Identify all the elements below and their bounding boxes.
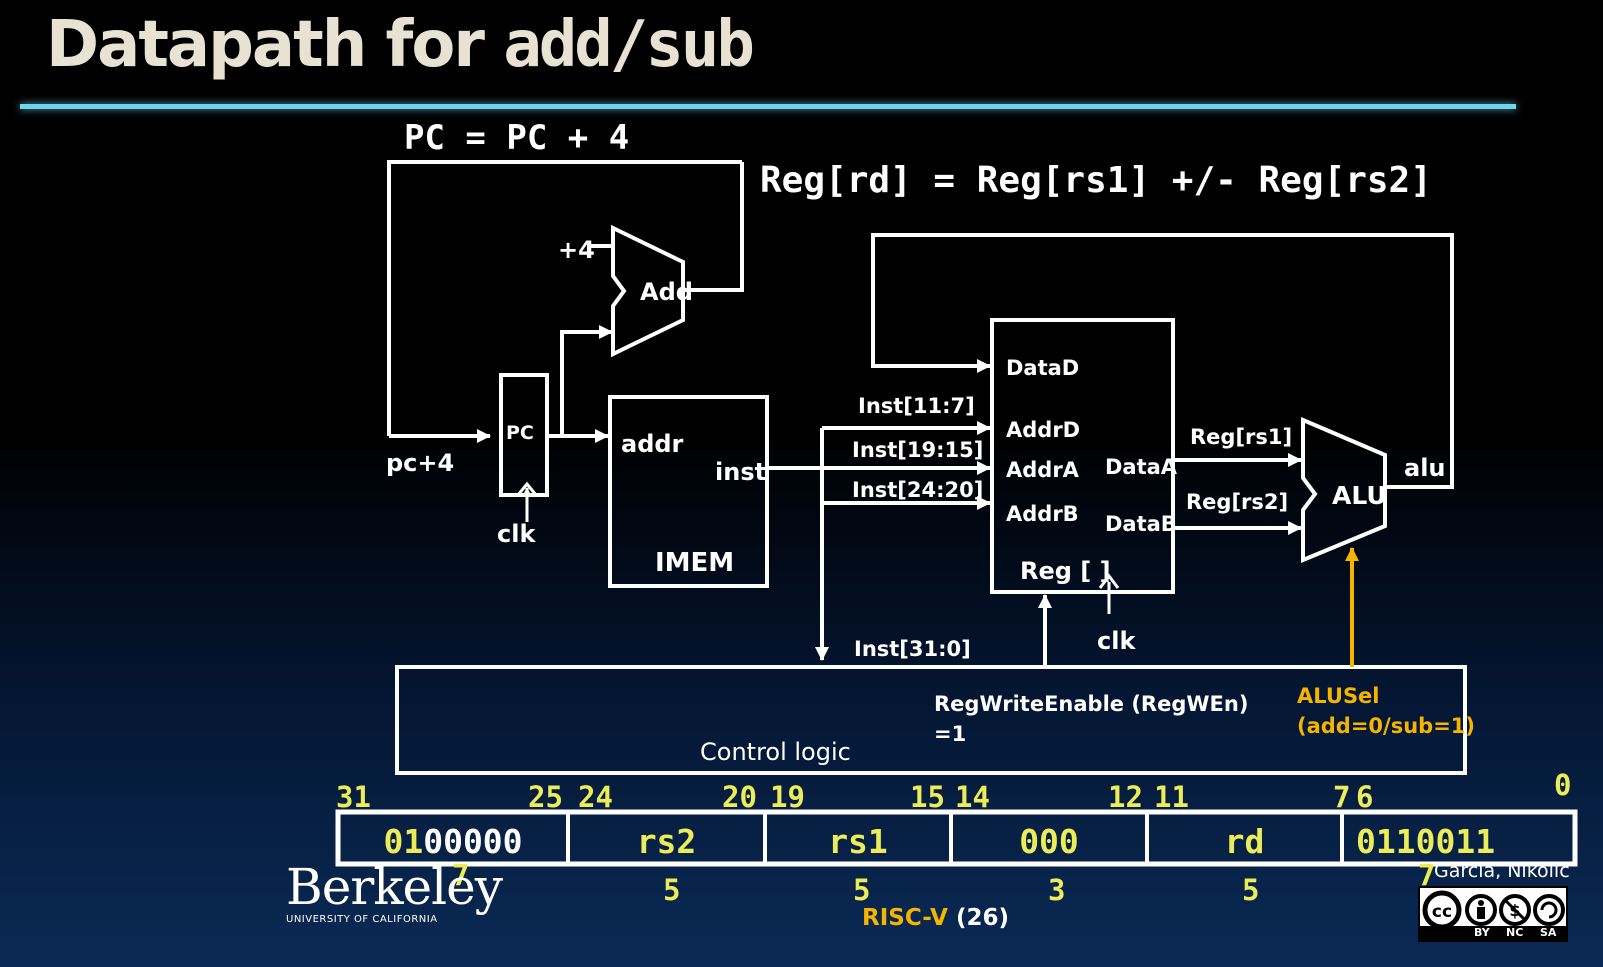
bit-0: 0 bbox=[1554, 768, 1572, 802]
register-file-label: Reg [ ] bbox=[1020, 557, 1111, 585]
cc-nc-text: NC bbox=[1506, 926, 1524, 939]
datab-port: DataB bbox=[1105, 512, 1177, 536]
regwen-label: RegWriteEnable (RegWEn) bbox=[934, 692, 1249, 716]
cc-license-badge: cc $ BY NC SA bbox=[1418, 886, 1568, 942]
datad-port: DataD bbox=[1006, 356, 1080, 380]
width-funct3: 3 bbox=[1048, 873, 1066, 907]
writeback-wire bbox=[871, 233, 1454, 489]
control-logic-box bbox=[395, 665, 1467, 775]
bit-15: 15 bbox=[910, 780, 945, 814]
addra-port: AddrA bbox=[1006, 458, 1079, 482]
imem-box bbox=[608, 395, 769, 588]
width-funct7: 7 bbox=[452, 858, 470, 892]
pc-label: PC bbox=[506, 422, 534, 444]
course-prefix: RISC-V bbox=[862, 905, 948, 931]
inst-31-0-label: Inst[31:0] bbox=[854, 637, 971, 661]
logo-subtext: UNIVERSITY OF CALIFORNIA bbox=[286, 914, 438, 925]
alu-shape bbox=[1301, 416, 1387, 563]
field-rs2: rs2 bbox=[636, 822, 697, 861]
field-rs1: rs1 bbox=[828, 822, 888, 861]
alusel-label: ALUSel bbox=[1297, 684, 1380, 708]
bit-14: 14 bbox=[955, 780, 990, 814]
cc-by-text: BY bbox=[1474, 926, 1490, 939]
reg-equation: Reg[rd] = Reg[rs1] +/- Reg[rs2] bbox=[760, 160, 1432, 201]
adder-shape bbox=[611, 224, 685, 358]
pc-plus4-label: pc+4 bbox=[386, 449, 455, 477]
pc-equation: PC = PC + 4 bbox=[404, 118, 630, 158]
title-text: Datapath for bbox=[46, 8, 504, 82]
control-logic-label: Control logic bbox=[700, 738, 851, 766]
bit-11: 11 bbox=[1154, 780, 1189, 814]
bit-6: 6 bbox=[1356, 780, 1374, 814]
slide-title: Datapath for add/sub bbox=[46, 8, 755, 82]
funct7-rest: 00000 bbox=[423, 822, 523, 861]
funct7-prefix: 01 bbox=[383, 822, 424, 861]
addrd-port: AddrD bbox=[1006, 418, 1081, 442]
inst-24-20-label: Inst[24:20] bbox=[852, 478, 984, 502]
inst-19-15-label: Inst[19:15] bbox=[852, 438, 984, 462]
adder-label: Add bbox=[640, 278, 693, 306]
plus4-label: +4 bbox=[558, 236, 595, 264]
bit-7: 7 bbox=[1333, 780, 1351, 814]
clk-label-reg: clk bbox=[1097, 627, 1136, 655]
alusel-value: (add=0/sub=1) bbox=[1297, 714, 1475, 738]
width-rs2: 5 bbox=[663, 873, 681, 907]
title-code: add/sub bbox=[503, 8, 755, 82]
cc-sa-text: SA bbox=[1540, 926, 1557, 939]
field-opcode: 0110011 bbox=[1356, 822, 1496, 861]
title-rule bbox=[20, 104, 1516, 109]
imem-label: IMEM bbox=[655, 548, 735, 578]
clk-label-pc: clk bbox=[497, 520, 536, 548]
regwen-value: =1 bbox=[934, 722, 967, 746]
alu-out-label: alu bbox=[1404, 454, 1446, 482]
inst-11-7-label: Inst[11:7] bbox=[858, 394, 975, 418]
imem-addr-label: addr bbox=[621, 430, 684, 458]
instruction-format-box bbox=[335, 809, 1578, 867]
field-funct7: 0100000 bbox=[338, 822, 568, 861]
reg-rs1-label: Reg[rs1] bbox=[1190, 425, 1293, 449]
slide-footer: RISC-V (26) bbox=[862, 905, 1009, 931]
bit-25: 25 bbox=[528, 780, 563, 814]
sa-icon bbox=[1533, 894, 1565, 926]
author-credit: Garcia, Nikolić bbox=[1434, 860, 1570, 882]
bit-31: 31 bbox=[336, 780, 371, 814]
svg-text:cc: cc bbox=[1432, 902, 1452, 922]
berkeley-logo: Berkeley UNIVERSITY OF CALIFORNIA bbox=[286, 858, 503, 925]
bit-19: 19 bbox=[770, 780, 805, 814]
dataa-port: DataA bbox=[1105, 455, 1178, 479]
alu-label: ALU bbox=[1332, 481, 1387, 510]
addrb-port: AddrB bbox=[1006, 502, 1079, 526]
register-file-box bbox=[990, 318, 1175, 594]
width-rs1: 5 bbox=[853, 873, 871, 907]
bit-12: 12 bbox=[1108, 780, 1143, 814]
field-rd: rd bbox=[1224, 822, 1265, 861]
bit-20: 20 bbox=[722, 780, 757, 814]
reg-rs2-label: Reg[rs2] bbox=[1186, 490, 1289, 514]
logo-text: Berkeley bbox=[286, 858, 503, 916]
slide-number: (26) bbox=[955, 905, 1009, 931]
bit-24: 24 bbox=[578, 780, 613, 814]
width-rd: 5 bbox=[1242, 873, 1260, 907]
width-opcode: 7 bbox=[1418, 858, 1436, 892]
pc-loop-wire bbox=[683, 162, 744, 292]
imem-inst-label: inst bbox=[715, 458, 767, 486]
field-funct3: 000 bbox=[1019, 822, 1079, 861]
